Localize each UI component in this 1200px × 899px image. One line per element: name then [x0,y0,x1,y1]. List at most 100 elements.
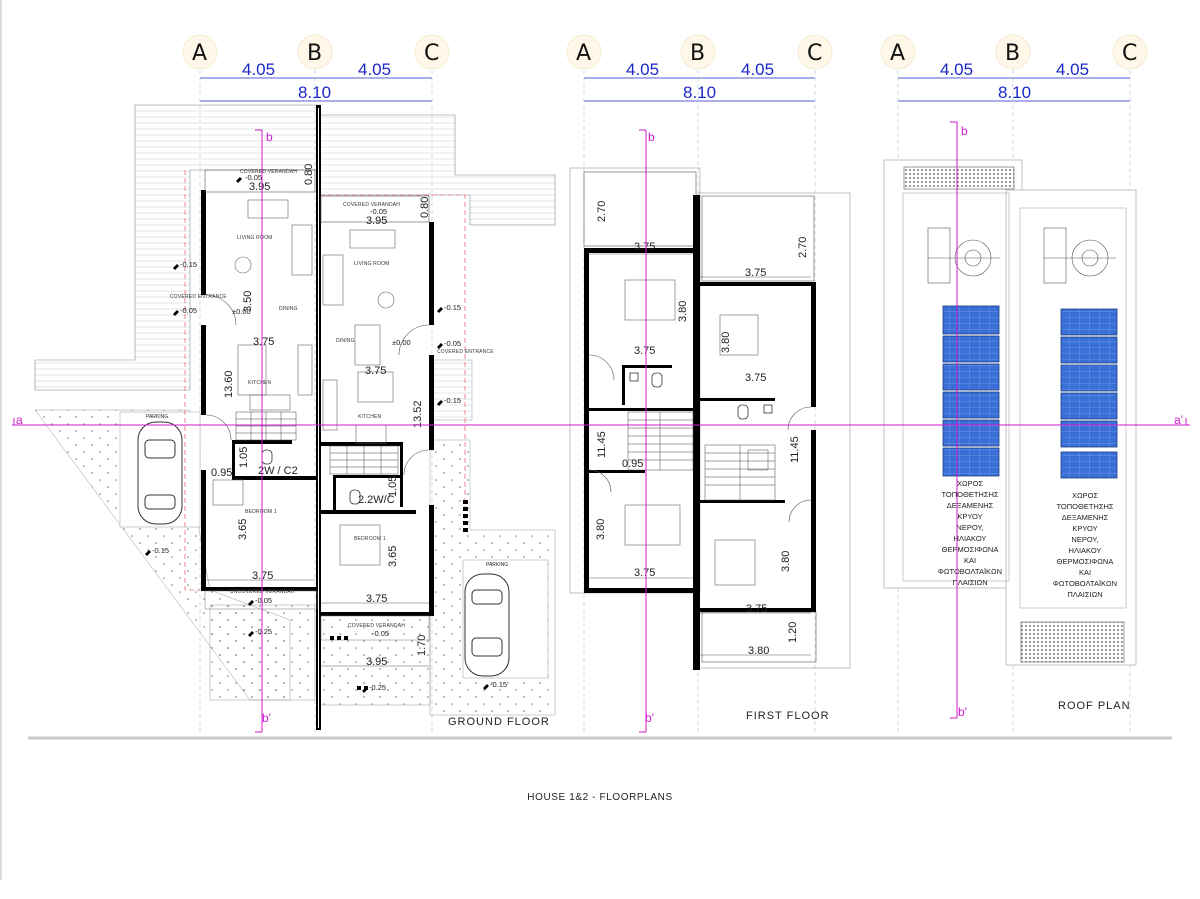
roof-plan: ΧΩΡΟΣ ΤΟΠΟΘΕΤΗΣΗΣ ΔΕΞΑΜΕΝΗΣ ΚΡΥΟΥ ΝΕΡΟΥ,… [883,159,1137,712]
dim-text: 3.80 [748,645,769,657]
level-mark: -0.05 [255,596,272,605]
covered-verandah-frame [204,169,316,193]
roof-note-line: ΠΛΑΙΣΙΩΝ [1067,590,1102,599]
dim-text: 3.80 [780,551,792,572]
first-floor-furniture [624,279,769,586]
dim-text: 0.95 [211,467,232,479]
room-label-covered-entrance: COVERED ENTRANCE [437,349,494,355]
room-label-dining: DINING [279,306,298,312]
level-mark: -0.15 [180,260,197,269]
covered-verandah-frame [320,195,430,223]
dim-text: 3.80 [720,332,732,353]
dim-text: 3.75 [365,365,386,377]
dim-text: 3.75 [366,593,387,605]
dim-text: 3.65 [237,519,249,540]
plan-title-ground-floor: GROUND FLOOR [448,716,550,728]
plan-title-roof-plan: ROOF PLAN [1058,700,1131,712]
level-mark: -0.15 [444,303,461,312]
level-mark: -0.05 [245,173,262,182]
stairs [235,411,399,475]
site-terrace [34,104,321,391]
grid-header-first: A B C 4.05 4.05 8.10 [566,34,833,102]
grid-label-c: C [424,41,439,66]
section-label: b [961,124,968,138]
roof-note-line: ΤΟΠΟΘΕΤΗΣΗΣ [941,490,998,499]
dim-text: 1.20 [787,622,799,643]
grid-header-roof: A B C 4.05 4.05 8.10 [880,34,1148,102]
grid-label-b: B [690,41,705,66]
roof-note-line: ΠΛΑΙΣΙΩΝ [952,578,987,587]
grid-label-c: C [807,41,822,66]
section-labels: b b' b b' b b' a a' [16,124,1183,725]
grid-label-b: B [1005,41,1020,66]
dim-text: 13.52 [412,400,424,428]
roof-note-line: ΔΕΞΑΜΕΝΗΣ [947,501,994,510]
dim-text: 2.70 [596,201,608,222]
parking-label: PARKING [486,562,508,568]
dim-text: 2.70 [797,237,809,258]
section-label: b' [262,711,271,725]
level-mark: -0.15 [444,396,461,405]
dim-text: 3.75 [634,345,655,357]
roof-note-line: ΘΕΡΜΟΣΙΦΩΝΑ [942,545,999,554]
first-floor-stairs [627,411,776,501]
grid-label-a: A [192,41,207,66]
roof-note-line: ΗΛΙΑΚΟΥ [1069,546,1102,555]
dim-text: 3.75 [745,372,766,384]
sheet-title: HOUSE 1&2 - FLOORPLANS [527,792,673,803]
site-boundary [184,170,466,591]
grid-header-ground: A B C 4.05 4.05 8.10 [182,34,450,102]
site-terrace-right [319,114,556,226]
room-label-wc: 2W / C2 [258,465,298,477]
site-terrace-east [431,359,473,421]
dim-text: 3.75 [634,567,655,579]
level-mark: -0.15 [152,546,169,555]
vent-grate [1020,621,1125,663]
grid-dim-bay-ab: 4.05 [242,60,275,79]
room-label-living-room: LIVING ROOM [237,235,273,241]
first-floor-walls [584,195,816,670]
room-label-covered-verandah: COVERED VERANDAH [348,623,405,629]
dim-text: 3.75 [634,241,655,253]
grid-dim-bay-bc: 4.05 [358,60,391,79]
room-label-wc: 2.2W/C [358,494,395,506]
first-floor-plan: 2.70 3.75 2.70 3.75 3.80 3.75 3.80 3.75 … [569,167,851,722]
dim-text: 11.45 [789,436,801,463]
balcony-frame [701,195,815,282]
room-label-kitchen: KITCHEN [248,380,272,386]
level-mark: -0.05 [444,339,461,348]
roof-note-line: ΧΩΡΟΣ [957,479,983,488]
grid-label-c: C [1122,41,1137,66]
section-label: b' [645,711,654,725]
roof-note-right: ΧΩΡΟΣ ΤΟΠΟΘΕΤΗΣΗΣ ΔΕΞΑΜΕΝΗΣ ΚΡΥΟΥ ΝΕΡΟΥ,… [1053,491,1117,599]
car-icon [137,421,183,525]
roof-note-line: ΚΑΙ [964,556,976,565]
roof-parapet [902,192,1010,582]
grid-dim-total: 8.10 [683,83,716,102]
grid-dim-total: 8.10 [298,83,331,102]
dim-text: 13.60 [223,370,235,398]
dim-text: 1.05 [238,447,250,468]
room-label-covered-verandah: COVERED VERANDAH [343,202,400,208]
first-floor-doors [588,354,812,523]
grid-label-b: B [307,41,322,66]
grid-dim-bay-ab: 4.05 [940,60,973,79]
uncovered-verandah-frame [204,590,318,610]
grid-dim-total: 8.10 [998,83,1031,102]
roof-note-line: ΚΡΥΟΥ [1072,524,1097,533]
section-label: a [16,413,23,427]
covered-verandah-frame [320,615,430,641]
level-mark: ±0.00 [392,338,411,347]
roof-note-left: ΧΩΡΟΣ ΤΟΠΟΘΕΤΗΣΗΣ ΔΕΞΑΜΕΝΗΣ ΚΡΥΟΥ ΝΕΡΟΥ,… [938,479,1002,587]
dim-text: 3.65 [387,546,399,567]
roof-note-line: ΔΕΞΑΜΕΝΗΣ [1062,513,1109,522]
roof-note-line: ΝΕΡΟΥ, [1071,535,1098,544]
house-2-walls [321,222,434,616]
roof-parapet [1019,207,1127,609]
level-mark: -0.25 [369,683,386,692]
dim-text: 0.80 [419,197,431,218]
pv-panels [942,305,1118,479]
room-label-kitchen: KITCHEN [358,414,382,420]
first-floor-dimensions: 2.70 3.75 2.70 3.75 3.80 3.75 3.80 3.75 … [595,201,809,657]
